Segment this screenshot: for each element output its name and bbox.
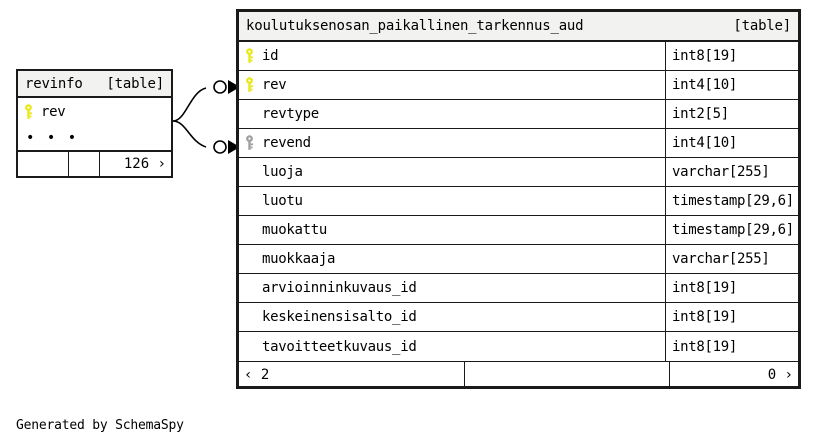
foreign-key-icon	[245, 135, 258, 151]
column-type-cell: int8[19]	[665, 42, 798, 70]
column-name-cell: muokkaaja	[239, 245, 665, 273]
column-type-cell: int2[5]	[665, 100, 798, 128]
footer-child-count[interactable]: 0 ›	[669, 362, 798, 388]
column-name-label: tavoitteetkuvaus_id	[262, 338, 417, 355]
primary-key-icon	[245, 48, 258, 64]
column-list: rev	[18, 98, 171, 126]
table-row[interactable]: luoja varchar[255]	[239, 158, 798, 187]
column-type-label: timestamp[29,6]	[672, 222, 794, 238]
table-row[interactable]: luotu timestamp[29,6]	[239, 187, 798, 216]
column-type-cell: int4[10]	[665, 71, 798, 99]
column-type-label: int4[10]	[672, 77, 738, 93]
table-row[interactable]: tavoitteetkuvaus_id int8[19]	[239, 332, 798, 361]
column-type-label: varchar[255]	[672, 164, 770, 180]
table-card-koulutuksenosan-paikallinen-tarkennus-aud[interactable]: koulutuksenosan_paikallinen_tarkennus_au…	[236, 9, 801, 389]
column-name-cell: luotu	[239, 187, 665, 215]
column-type-cell: int8[19]	[665, 303, 798, 331]
table-card-revinfo[interactable]: revinfo [table] rev • • • 126 ›	[16, 69, 173, 178]
column-name-label: revtype	[262, 106, 319, 122]
footer-spacer	[464, 362, 669, 388]
edge-revinfo-rev-to-aud-rev	[172, 87, 207, 122]
table-row[interactable]: keskeinensisalto_id int8[19]	[239, 303, 798, 332]
footer-spacer	[68, 152, 99, 176]
column-type-label: int2[5]	[672, 106, 729, 122]
column-type-cell: varchar[255]	[665, 245, 798, 273]
column-name-cell: id	[239, 42, 665, 70]
table-row[interactable]: id int8[19]	[239, 42, 798, 71]
column-name-cell: revtype	[239, 100, 665, 128]
column-type-label: int8[19]	[672, 338, 738, 355]
table-name: koulutuksenosan_paikallinen_tarkennus_au…	[246, 18, 584, 34]
column-name-cell: arvioinninkuvaus_id	[239, 274, 665, 302]
edge-endpoint-circle-revend	[213, 140, 227, 154]
footer-child-count[interactable]: 126 ›	[99, 152, 171, 176]
column-type-cell: timestamp[29,6]	[665, 216, 798, 244]
column-name-label: id	[262, 48, 279, 64]
column-name-label: rev	[262, 77, 287, 93]
generated-by-credit: Generated by SchemaSpy	[16, 418, 184, 433]
column-type-label: int4[10]	[672, 135, 738, 151]
table-type-tag: [table]	[733, 18, 791, 34]
table-row[interactable]: arvioinninkuvaus_id int8[19]	[239, 274, 798, 303]
column-name-cell: revend	[239, 129, 665, 157]
column-name-label: muokattu	[262, 222, 328, 238]
footer-parent-count[interactable]	[18, 152, 68, 176]
edge-endpoint-circle-rev	[213, 80, 227, 94]
column-type-cell: varchar[255]	[665, 158, 798, 186]
column-type-cell: int8[19]	[665, 274, 798, 302]
table-footer: 126 ›	[18, 151, 171, 176]
column-type-label: int8[19]	[672, 280, 738, 296]
table-footer: ‹ 2 0 ›	[239, 361, 798, 388]
table-name: revinfo	[25, 75, 83, 92]
column-name-label: muokkaaja	[262, 251, 336, 267]
table-row[interactable]: muokattu timestamp[29,6]	[239, 216, 798, 245]
column-name-label: keskeinensisalto_id	[262, 309, 417, 325]
column-name-cell: tavoitteetkuvaus_id	[239, 332, 665, 361]
column-name-label: arvioinninkuvaus_id	[262, 280, 417, 296]
table-row[interactable]: rev int4[10]	[239, 71, 798, 100]
column-name-cell: muokattu	[239, 216, 665, 244]
table-header: koulutuksenosan_paikallinen_tarkennus_au…	[239, 12, 798, 42]
column-name-label: luotu	[262, 193, 303, 209]
column-type-cell: timestamp[29,6]	[665, 187, 798, 215]
column-name-cell: keskeinensisalto_id	[239, 303, 665, 331]
table-row[interactable]: revend int4[10]	[239, 129, 798, 158]
column-ellipsis-row: • • •	[18, 126, 171, 151]
column-list: id int8[19] rev int4[10] revtype int2[5] reven…	[239, 42, 798, 361]
column-name-cell: luoja	[239, 158, 665, 186]
column-type-label: int8[19]	[672, 309, 738, 325]
table-row[interactable]: muokkaaja varchar[255]	[239, 245, 798, 274]
column-type-label: int8[19]	[672, 48, 738, 64]
column-name-label: rev	[41, 104, 66, 120]
table-row[interactable]: revtype int2[5]	[239, 100, 798, 129]
table-type-tag: [table]	[106, 75, 164, 92]
column-name-cell: rev	[239, 71, 665, 99]
ellipsis-label: • • •	[26, 130, 79, 146]
column-type-label: timestamp[29,6]	[672, 193, 794, 209]
column-name-label: luoja	[262, 164, 303, 180]
column-type-cell: int8[19]	[665, 332, 798, 361]
primary-key-icon	[24, 104, 37, 120]
primary-key-icon	[245, 77, 258, 93]
column-name-label: revend	[262, 135, 311, 151]
footer-parent-count[interactable]: ‹ 2	[244, 367, 270, 383]
column-type-label: varchar[255]	[672, 251, 770, 267]
column-name-cell: rev	[18, 98, 171, 126]
column-type-cell: int4[10]	[665, 129, 798, 157]
table-header: revinfo [table]	[18, 71, 171, 98]
table-row[interactable]: rev	[18, 98, 171, 126]
edge-revinfo-rev-to-aud-revend	[172, 120, 207, 148]
